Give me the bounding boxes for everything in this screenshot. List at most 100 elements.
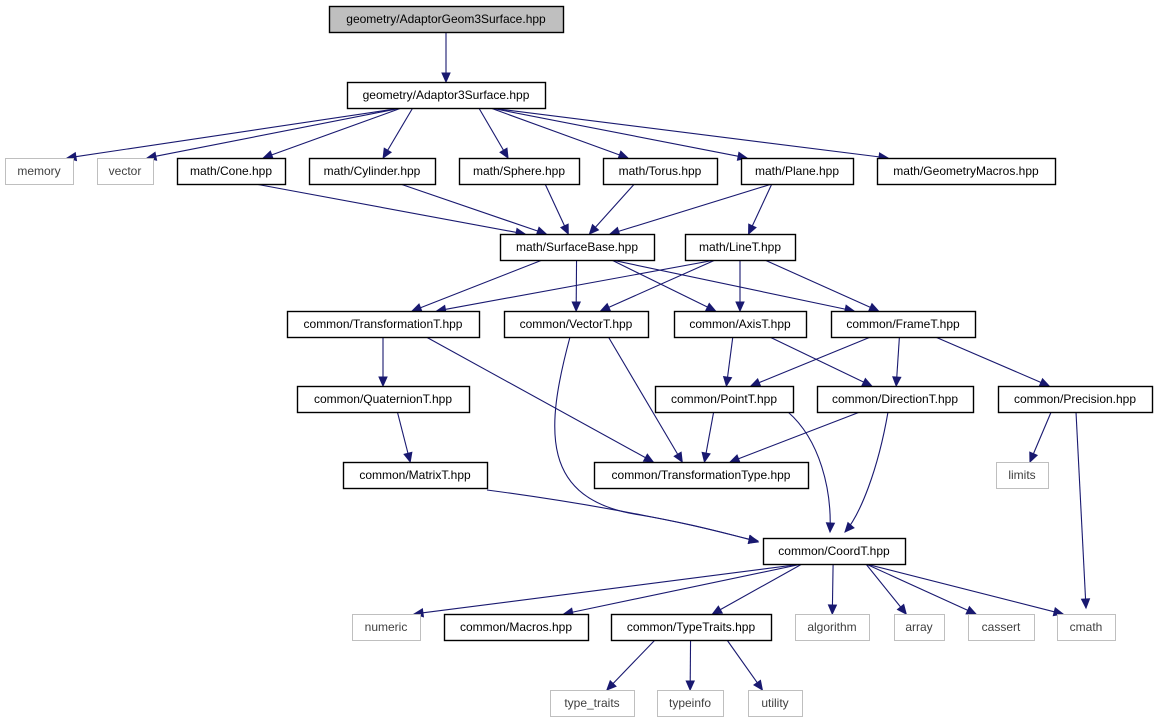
edge-arrowhead [722, 375, 733, 388]
edge-axist-to-pointt [722, 336, 734, 388]
node-box [176, 157, 287, 186]
edge-line [607, 259, 716, 309]
edge-arrowhead [1038, 377, 1051, 387]
node-algorithm: algorithm [795, 614, 870, 641]
edge-linet-to-vectort [599, 259, 716, 312]
edge-line [611, 259, 847, 310]
node-adaptorgeom3surface[interactable]: geometry/AdaptorGeom3Surface.hpp [328, 5, 565, 34]
node-coordt[interactable]: common/CoordT.hpp [762, 537, 907, 566]
edge-line [571, 563, 803, 613]
node-numeric: numeric [352, 614, 421, 641]
node-label: cmath [1070, 620, 1103, 634]
node-transformationtype[interactable]: common/TransformationType.hpp [593, 461, 810, 490]
node-box [328, 5, 565, 34]
node-framet[interactable]: common/FrameT.hpp [830, 310, 977, 339]
node-box [795, 614, 870, 641]
node-linet[interactable]: math/LineT.hpp [684, 233, 797, 262]
node-box [352, 614, 421, 641]
edge-cone-to-surfacebase [255, 183, 527, 237]
node-typetraits[interactable]: common/TypeTraits.hpp [610, 613, 773, 642]
edge-line [612, 639, 656, 685]
node-label: typeinfo [669, 696, 711, 710]
node-label: math/GeometryMacros.hpp [893, 164, 1039, 178]
node-label: math/Sphere.hpp [473, 164, 565, 178]
node-box [816, 385, 975, 414]
node-vectort[interactable]: common/VectorT.hpp [503, 310, 650, 339]
node-matrixt[interactable]: common/MatrixT.hpp [342, 461, 489, 490]
node-precision[interactable]: common/Precision.hpp [997, 385, 1154, 414]
edge-arrowhead [642, 453, 655, 463]
node-label: math/Cone.hpp [190, 164, 272, 178]
edge-framet-to-pointt [749, 336, 871, 387]
node-label: geometry/AdaptorGeom3Surface.hpp [346, 12, 546, 26]
edge-line [769, 336, 865, 384]
edge-arrowhead [861, 377, 873, 387]
edge-coordt-to-cmath [865, 563, 1065, 617]
edge-arrowhead [378, 376, 388, 388]
node-box [762, 537, 907, 566]
edge-arrowhead [605, 679, 617, 691]
node-box [296, 385, 471, 414]
node-label: common/QuaternionT.hpp [314, 392, 452, 406]
edge-line [617, 183, 772, 233]
edge-arrowhead [704, 302, 717, 312]
edge-arrowhead [588, 223, 600, 235]
edge-line [935, 336, 1043, 384]
node-directiont[interactable]: common/DirectionT.hpp [816, 385, 975, 414]
edge-typetraits-to-utility [726, 639, 764, 692]
edge-arrowhead [410, 303, 423, 312]
edge-line [490, 107, 881, 158]
edge-linet-to-axist [735, 260, 745, 313]
node-adaptor3surface[interactable]: geometry/Adaptor3Surface.hpp [346, 81, 547, 110]
edge-surfacebase-to-axist [611, 259, 717, 312]
node-cone[interactable]: math/Cone.hpp [176, 157, 287, 186]
node-box [5, 158, 74, 185]
node-box [657, 690, 724, 717]
edge-cylinder-to-surfacebase [400, 183, 548, 236]
node-transformationt[interactable]: common/TransformationT.hpp [286, 310, 481, 339]
edge-pointt-to-transformationtype [701, 411, 715, 464]
node-sphere[interactable]: math/Sphere.hpp [458, 157, 581, 186]
edge-line [154, 107, 402, 157]
edge-line [554, 336, 759, 542]
node-type_traits: type_traits [550, 690, 635, 717]
node-torus[interactable]: math/Torus.hpp [602, 157, 719, 186]
node-label: math/SurfaceBase.hpp [516, 240, 638, 254]
edge-line [478, 107, 505, 152]
node-geometrymacros[interactable]: math/GeometryMacros.hpp [876, 157, 1057, 186]
node-label: common/TransformationT.hpp [304, 317, 463, 331]
edge-linet-to-framet [764, 259, 880, 312]
node-box [740, 157, 855, 186]
edge-pointt-to-coordt [787, 411, 836, 534]
node-box [346, 81, 547, 110]
edge-line [726, 336, 734, 379]
node-label: common/PointT.hpp [671, 392, 777, 406]
edge-line [1075, 411, 1087, 609]
edge-line [764, 259, 872, 309]
node-surfacebase[interactable]: math/SurfaceBase.hpp [499, 233, 656, 262]
node-label: common/VectorT.hpp [520, 317, 633, 331]
node-plane[interactable]: math/Plane.hpp [740, 157, 855, 186]
edge-line [607, 336, 679, 456]
node-pointt[interactable]: common/PointT.hpp [654, 385, 795, 414]
node-box [503, 310, 650, 339]
node-cylinder[interactable]: math/Cylinder.hpp [308, 157, 437, 186]
node-axist[interactable]: common/AxisT.hpp [673, 310, 808, 339]
edge-arrowhead [844, 521, 855, 533]
edge-arrowhead [1080, 598, 1091, 610]
node-label: common/Precision.hpp [1014, 392, 1136, 406]
edge-arrowhead [728, 454, 741, 464]
node-label: math/Torus.hpp [619, 164, 702, 178]
node-label: common/FrameT.hpp [846, 317, 960, 331]
node-label: cassert [982, 620, 1021, 634]
node-quaterniont[interactable]: common/QuaternionT.hpp [296, 385, 471, 414]
node-macros[interactable]: common/Macros.hpp [443, 613, 590, 642]
nodes-layer: geometry/AdaptorGeom3Surface.hpp geometry… [5, 5, 1154, 717]
edge-line [421, 563, 803, 614]
edge-line [400, 183, 539, 232]
node-label: geometry/Adaptor3Surface.hpp [363, 88, 530, 102]
node-box [1057, 614, 1116, 641]
edge-adaptor3surface-to-cone [262, 107, 402, 160]
edge-line [255, 183, 518, 234]
edge-transformationt-to-quaterniont [378, 337, 388, 388]
